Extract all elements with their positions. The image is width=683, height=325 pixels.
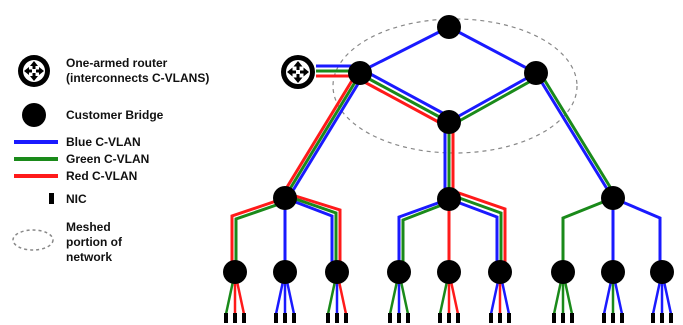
- bridge-leaf: [223, 260, 247, 284]
- nic-icon: [570, 313, 574, 323]
- link-left-down: [279, 73, 366, 198]
- router-legend-label-line2: (interconnects C-VLANS): [66, 71, 209, 85]
- bridge-leaf: [601, 260, 625, 284]
- nic-icon: [335, 313, 339, 323]
- link-lr-leaf1: [561, 196, 614, 272]
- link-left-mid: [356, 68, 451, 127]
- bridge-leaf: [488, 260, 512, 284]
- nic-icon: [447, 313, 451, 323]
- bridge-legend-icon: [22, 103, 46, 127]
- nic-icon: [552, 313, 556, 323]
- nic-icon: [611, 313, 615, 323]
- bridge-leaf: [551, 260, 575, 284]
- mesh-legend-label-line3: network: [66, 250, 112, 264]
- link-root-left: [359, 25, 450, 74]
- link-mid-down: [443, 123, 455, 198]
- bridge-leaf: [387, 260, 411, 284]
- bridge-mid: [437, 110, 461, 134]
- nic-icon: [602, 313, 606, 323]
- bridge-leaf: [273, 260, 297, 284]
- link-lm-leaf3: [448, 197, 499, 272]
- link-lm-leaf1: [397, 197, 450, 272]
- mesh-legend-label-line2: portion of: [66, 235, 123, 249]
- nic-icon: [438, 313, 442, 323]
- link-right-down: [534, 70, 617, 198]
- nic-icon: [489, 313, 493, 323]
- nic-icon: [498, 313, 502, 323]
- nic-icon: [406, 313, 410, 323]
- nic-icon: [397, 313, 401, 323]
- nic-icon: [283, 313, 287, 323]
- link-ll-leaf1: [230, 196, 286, 272]
- blue-vlan-legend-label: Blue C-VLAN: [66, 135, 141, 149]
- bridge-legend-label: Customer Bridge: [66, 108, 164, 122]
- nic-icon: [660, 313, 664, 323]
- legend: One-armed router (interconnects C-VLANS)…: [12, 55, 209, 264]
- mesh-legend-label-line1: Meshed: [66, 220, 111, 234]
- link-root-right: [448, 25, 537, 75]
- router-legend-label-line1: One-armed router: [66, 56, 168, 70]
- link-ll-leaf3: [284, 196, 334, 272]
- customer-bridges: [223, 15, 674, 284]
- bridge-lower-left: [273, 186, 297, 210]
- nic-legend-label: NIC: [66, 192, 87, 206]
- bridge-leaf: [325, 260, 349, 284]
- router-icon: [18, 55, 50, 87]
- nic-icon: [620, 313, 624, 323]
- nic-legend-icon: [49, 193, 54, 204]
- one-armed-router: [281, 55, 315, 89]
- nic-icon: [388, 313, 392, 323]
- nic-icon: [561, 313, 565, 323]
- nic-icon: [326, 313, 330, 323]
- nic-icon: [669, 313, 673, 323]
- nic-icon: [456, 313, 460, 323]
- link-lr-leaf3: [612, 196, 662, 272]
- bridge-leaf: [437, 260, 461, 284]
- nic-icon: [344, 313, 348, 323]
- red-vlan-legend-label: Red C-VLAN: [66, 169, 137, 183]
- vlan-links: [224, 25, 673, 315]
- green-vlan-legend-label: Green C-VLAN: [66, 152, 149, 166]
- bridge-leaf: [650, 260, 674, 284]
- bridge-right: [524, 61, 548, 85]
- link-right-mid: [449, 71, 539, 127]
- nic-icon: [274, 313, 278, 323]
- bridge-root: [437, 15, 461, 39]
- bridge-left: [348, 61, 372, 85]
- bridge-lower-right: [601, 186, 625, 210]
- mesh-legend-icon: [12, 229, 54, 251]
- nic-icon: [651, 313, 655, 323]
- nic-icon: [507, 313, 511, 323]
- nics: [224, 313, 673, 323]
- nic-icon: [224, 313, 228, 323]
- nic-icon: [292, 313, 296, 323]
- nic-icon: [233, 313, 237, 323]
- meshed-portion-outline: [332, 18, 578, 154]
- bridge-lower-mid: [437, 187, 461, 211]
- nic-icon: [242, 313, 246, 323]
